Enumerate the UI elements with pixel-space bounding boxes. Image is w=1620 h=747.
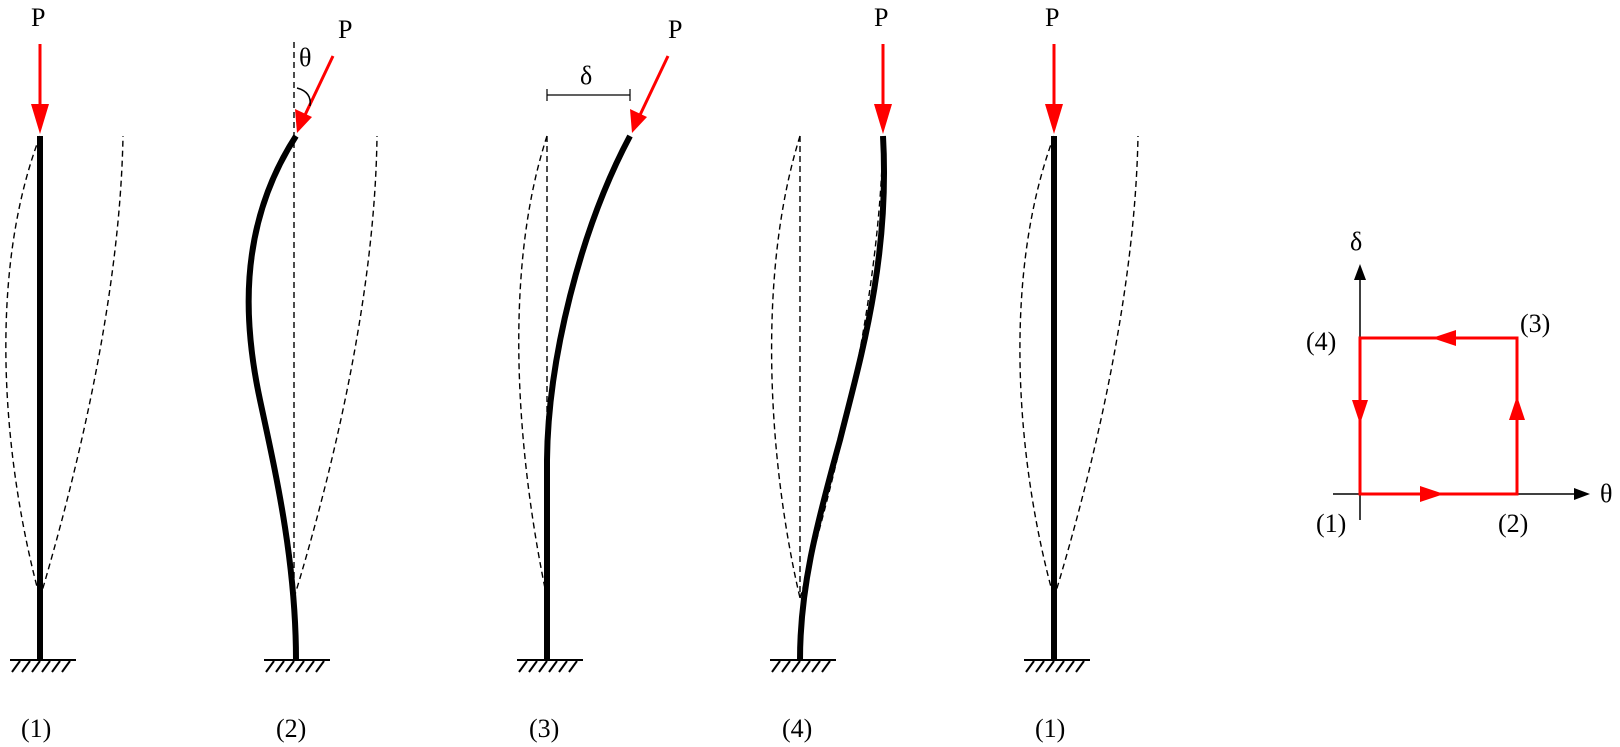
corner-label-4: (4) — [1306, 327, 1336, 356]
load-label: P — [874, 3, 888, 32]
stage-2-column: θ P — [245, 15, 378, 673]
stage-label-3: (3) — [529, 714, 559, 743]
loop-arrow-1-to-2 — [1420, 486, 1444, 502]
offset-label: δ — [580, 61, 592, 90]
x-axis-label: θ — [1600, 479, 1612, 508]
offset-dimension — [546, 89, 631, 101]
fixed-support — [10, 659, 76, 673]
load-label: P — [1045, 3, 1059, 32]
y-axis-label: δ — [1350, 227, 1362, 256]
load-label: P — [31, 3, 45, 32]
stage-label-4: (4) — [782, 714, 812, 743]
stage-1-column: P — [5, 3, 124, 673]
loop-arrow-4-to-1 — [1352, 400, 1368, 424]
load-label: P — [338, 15, 352, 44]
stage-4-column: P — [770, 3, 892, 673]
angle-arc — [296, 87, 311, 107]
fixed-support — [1024, 659, 1090, 673]
corner-label-1: (1) — [1316, 509, 1346, 538]
stage-label-2: (2) — [276, 714, 306, 743]
theta-delta-loop-diagram: δ θ (1) (2) (3) (4) — [1306, 227, 1612, 538]
corner-label-2: (2) — [1498, 509, 1528, 538]
angle-label: θ — [299, 43, 311, 72]
fixed-support — [264, 659, 330, 673]
loop-arrow-2-to-3 — [1509, 396, 1525, 420]
load-arrow — [1045, 44, 1063, 134]
load-arrow — [874, 44, 892, 134]
fixed-support — [770, 659, 836, 673]
loop-path — [1358, 336, 1519, 496]
load-arrow — [630, 55, 670, 133]
loop-arrow-3-to-4 — [1432, 330, 1456, 346]
delta-axis-arrowhead — [1354, 264, 1366, 280]
corner-label-3: (3) — [1520, 309, 1550, 338]
load-label: P — [668, 15, 682, 44]
stage-3-column: δ P — [517, 15, 682, 673]
load-arrow — [31, 44, 49, 134]
stage-5-column: P — [1019, 3, 1139, 673]
fixed-support — [517, 659, 583, 673]
stage-labels: (1) (2) (3) (4) (1) — [21, 714, 1065, 743]
stage-label-5: (1) — [1035, 714, 1065, 743]
theta-axis-arrowhead — [1574, 488, 1590, 500]
stage-label-1: (1) — [21, 714, 51, 743]
